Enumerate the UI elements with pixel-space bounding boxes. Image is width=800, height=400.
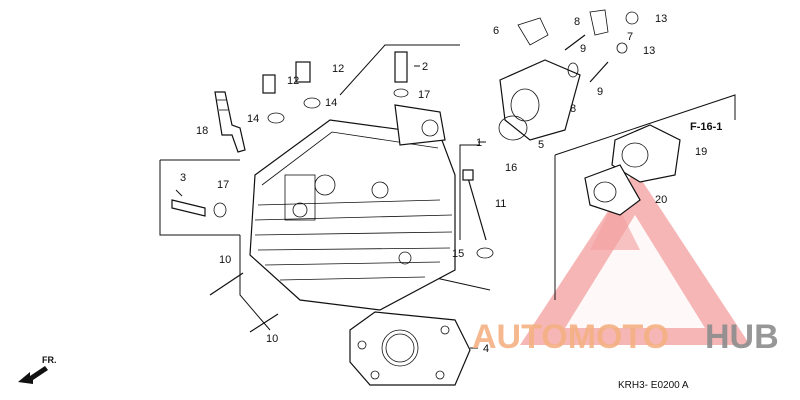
label-12b: 12 bbox=[332, 63, 344, 75]
label-16: 16 bbox=[505, 162, 517, 174]
label-2: 2 bbox=[422, 61, 428, 73]
bolt-11 bbox=[462, 169, 494, 259]
label-9b: 9 bbox=[597, 86, 603, 98]
watermark-text-b: HUB bbox=[705, 318, 779, 356]
bolts-12 bbox=[262, 61, 321, 124]
label-20: 20 bbox=[655, 194, 667, 206]
dowel-pin-3 bbox=[171, 199, 227, 218]
label-19: 19 bbox=[695, 146, 707, 158]
label-10b: 10 bbox=[266, 333, 278, 345]
label-4: 4 bbox=[483, 343, 489, 355]
front-label: FR. bbox=[42, 355, 57, 365]
watermark-text: AUTOMOTO HUB bbox=[472, 318, 779, 356]
label-17a: 17 bbox=[418, 89, 430, 101]
part-labels: 1 2 3 4 5 6 7 8 8 9 9 10 10 11 12 12 13 … bbox=[175, 13, 707, 355]
label-10a: 10 bbox=[219, 254, 231, 266]
label-9a: 9 bbox=[580, 43, 586, 55]
intake-pipe bbox=[498, 9, 639, 141]
label-17b: 17 bbox=[217, 179, 229, 191]
label-8b: 8 bbox=[570, 103, 576, 115]
label-12a: 12 bbox=[287, 75, 299, 87]
label-8a: 8 bbox=[574, 16, 580, 28]
label-7: 7 bbox=[627, 31, 633, 43]
label-14b: 14 bbox=[325, 97, 337, 109]
label-13a: 13 bbox=[655, 13, 667, 25]
figure-reference: F-16-1 bbox=[690, 121, 722, 133]
label-11: 11 bbox=[495, 198, 506, 210]
bolt-2 bbox=[393, 51, 409, 98]
spark-plug bbox=[214, 91, 246, 153]
label-3: 3 bbox=[180, 172, 186, 184]
label-6: 6 bbox=[493, 25, 499, 37]
watermark-logo bbox=[520, 170, 750, 345]
label-1: 1 bbox=[476, 137, 482, 149]
label-14a: 14 bbox=[247, 113, 259, 125]
carb-insulator bbox=[584, 124, 681, 216]
front-arrow-icon: FR. bbox=[18, 355, 57, 384]
studs-10 bbox=[209, 272, 279, 333]
head-gasket bbox=[349, 311, 471, 386]
leader-lines bbox=[159, 44, 736, 331]
label-5: 5 bbox=[538, 139, 544, 151]
label-18: 18 bbox=[196, 125, 208, 137]
label-13b: 13 bbox=[643, 45, 655, 57]
diagram-code: KRH3- E0200 A bbox=[618, 380, 689, 391]
cylinder-head bbox=[249, 104, 456, 311]
label-15: 15 bbox=[452, 248, 464, 260]
watermark-text-a: AUTOMOTO bbox=[472, 318, 669, 356]
